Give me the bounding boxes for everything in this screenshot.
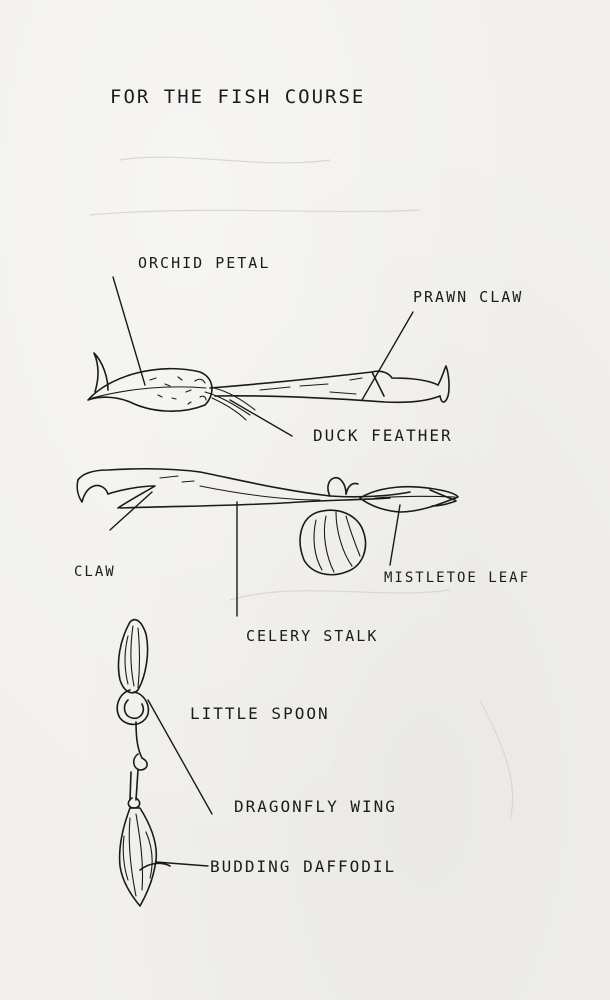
label-little-spoon: LITTLE SPOON [190, 704, 330, 723]
label-dragonfly-wing: DRAGONFLY WING [234, 797, 397, 816]
page-title: FOR THE FISH COURSE [110, 86, 365, 108]
label-prawn-claw: PRAWN CLAW [413, 288, 523, 306]
budding-daffodil-drawing [118, 797, 171, 907]
leader-orchid-petal [112, 276, 146, 386]
label-celery-stalk: CELERY STALK [246, 627, 378, 645]
mistletoe-leaf-drawing [359, 485, 459, 513]
label-duck-feather: DUCK FEATHER [313, 426, 453, 445]
label-mistletoe-leaf: MISTLETOE LEAF [384, 570, 530, 586]
arrangement-one [87, 352, 450, 421]
duck-feather-drawing [204, 387, 256, 421]
leader-claw [109, 491, 153, 531]
arrangement-two [76, 467, 459, 576]
curl-drawing [327, 476, 359, 497]
arrangement-three [116, 618, 171, 907]
bleed-through [89, 156, 514, 821]
leader-dragonfly-wing [147, 699, 213, 815]
label-claw: CLAW [74, 564, 116, 580]
orchid-petal-drawing [87, 352, 213, 412]
labels: ORCHID PETAL PRAWN CLAW DUCK FEATHER CLA… [74, 254, 530, 876]
leader-budding-daffodil [155, 861, 209, 867]
leader-lines [109, 276, 414, 867]
little-spoon-drawing [116, 689, 150, 801]
leader-prawn-claw [361, 311, 414, 401]
round-leaf-drawing [299, 509, 367, 576]
dragonfly-wing-drawing [117, 618, 149, 694]
label-budding-daffodil: BUDDING DAFFODIL [210, 857, 396, 876]
prawn-claw-drawing [209, 365, 450, 404]
leader-mistletoe-leaf [389, 504, 401, 566]
leader-duck-feather [229, 399, 293, 437]
celery-stalk-drawing [119, 471, 411, 509]
claw-drawing [76, 467, 201, 509]
label-orchid-petal: ORCHID PETAL [138, 254, 270, 272]
